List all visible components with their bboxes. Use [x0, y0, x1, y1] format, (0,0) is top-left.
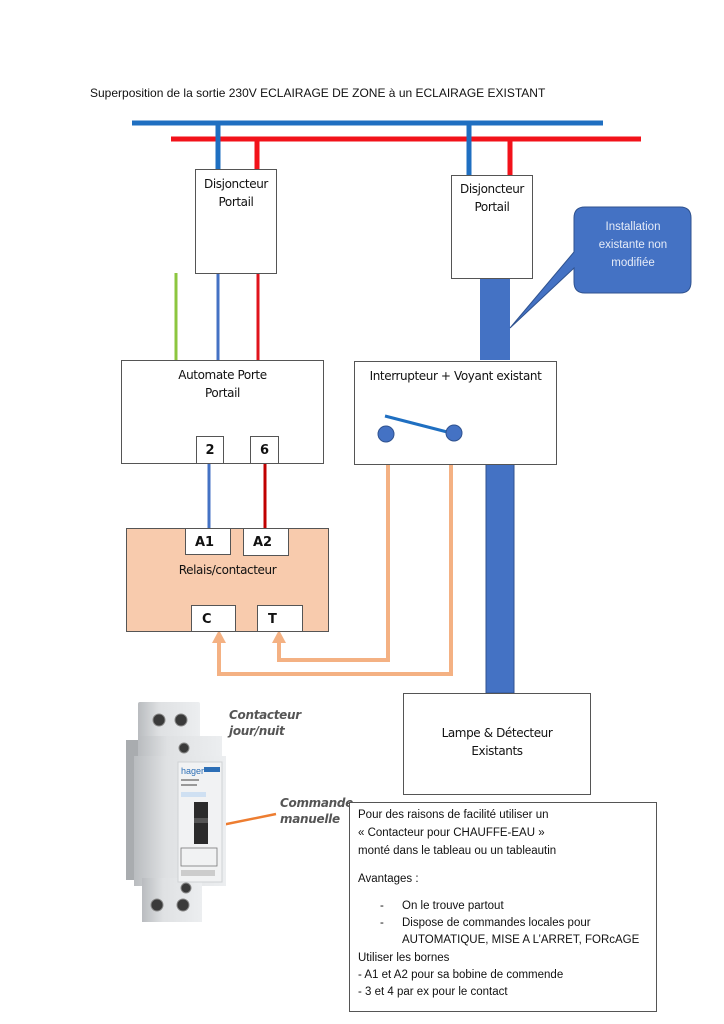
- caption-contactor: Contacteur jour/nuit: [229, 707, 301, 739]
- screw-icon: [152, 713, 166, 727]
- lamp-label-1: Lampe & Détecteur: [441, 726, 553, 740]
- arrow-t: [272, 630, 286, 643]
- terminal-a1-label: A1: [195, 535, 215, 550]
- terminals-title: Utiliser les bornes: [358, 952, 450, 964]
- contactor-product-image: hager: [126, 702, 226, 922]
- advantage-2: Dispose de commandes locales pour: [402, 917, 591, 929]
- relay-terminal-c: C: [191, 605, 236, 632]
- callout-bubble: [509, 206, 692, 329]
- gate-controller-label-1: Automate Porte: [178, 368, 267, 382]
- breaker-left-label-1: Disjoncteur: [204, 177, 268, 191]
- bullet-marker: -: [380, 900, 384, 912]
- caption-contactor-line-1: Contacteur: [229, 708, 301, 722]
- breaker-left-label-2: Portail: [218, 195, 254, 209]
- terminal-6-label: 6: [259, 443, 270, 458]
- advantages-title: Avantages :: [358, 873, 419, 885]
- breaker-right-label-2: Portail: [474, 200, 510, 214]
- callout-line-3: modifiée: [611, 257, 655, 269]
- info-box: Pour des raisons de facilité utiliser un…: [349, 802, 657, 1012]
- advantage-2-cont: AUTOMATIQUE, MISE A L’ARRET, FORcAGE: [402, 934, 640, 946]
- screw-icon: [178, 742, 190, 754]
- relay-terminal-a1: A1: [185, 528, 231, 555]
- existing-cable-upper: [480, 278, 510, 360]
- callout-text: Installation existante non modifiée: [583, 218, 683, 272]
- terminal-line-1: - A1 et A2 pour sa bobine de commende: [358, 969, 564, 981]
- bullet-marker: -: [380, 917, 384, 929]
- caption-manual-line-1: Commande: [280, 796, 354, 810]
- breaker-right-label-1: Disjoncteur: [460, 182, 524, 196]
- breaker-right: Disjoncteur Portail: [451, 175, 533, 279]
- control-wire-t: [277, 447, 390, 662]
- relay-terminal-t: T: [257, 605, 303, 632]
- existing-cable-lower: [485, 463, 515, 694]
- switch-label: Interrupteur + Voyant existant: [369, 369, 542, 383]
- screw-icon: [180, 882, 192, 894]
- screw-icon: [176, 898, 190, 912]
- terminal-line-2: - 3 et 4 par ex pour le contact: [358, 986, 508, 998]
- switch-box: Interrupteur + Voyant existant: [354, 361, 557, 465]
- lamp-label-2: Existants: [471, 744, 523, 758]
- caption-contactor-line-2: jour/nuit: [229, 724, 285, 738]
- terminal-c-label: C: [202, 612, 212, 627]
- info-line-2: « Contacteur pour CHAUFFE-EAU »: [358, 827, 545, 839]
- control-wire-c: [217, 447, 453, 676]
- controller-terminal-6: 6: [250, 436, 279, 464]
- info-line-1: Pour des raisons de facilité utiliser un: [358, 809, 549, 821]
- screw-icon: [174, 713, 188, 727]
- caption-manual-line-2: manuelle: [280, 812, 340, 826]
- breaker-left: Disjoncteur Portail: [195, 169, 277, 274]
- screw-icon: [150, 898, 164, 912]
- terminal-a2-label: A2: [253, 535, 273, 550]
- callout-line-1: Installation: [605, 221, 661, 233]
- terminal-t-label: T: [268, 612, 277, 627]
- diagram-title: Superposition de la sortie 230V ECLAIRAG…: [90, 86, 546, 100]
- info-line-3: monté dans le tableau ou un tableautin: [358, 845, 557, 857]
- advantage-1: On le trouve partout: [402, 900, 504, 912]
- gate-controller-label-2: Portail: [204, 386, 240, 400]
- arrow-c: [212, 630, 226, 643]
- terminal-2-label: 2: [205, 443, 215, 458]
- caption-manual-command: Commande manuelle: [280, 795, 353, 827]
- lamp-detector-box: Lampe & Détecteur Existants: [403, 693, 591, 795]
- relay-terminal-a2: A2: [243, 528, 289, 556]
- relay-label: Relais/contacteur: [178, 563, 277, 577]
- controller-terminal-2: 2: [196, 436, 224, 464]
- callout-line-2: existante non: [598, 239, 668, 251]
- brand-label: hager: [181, 766, 204, 776]
